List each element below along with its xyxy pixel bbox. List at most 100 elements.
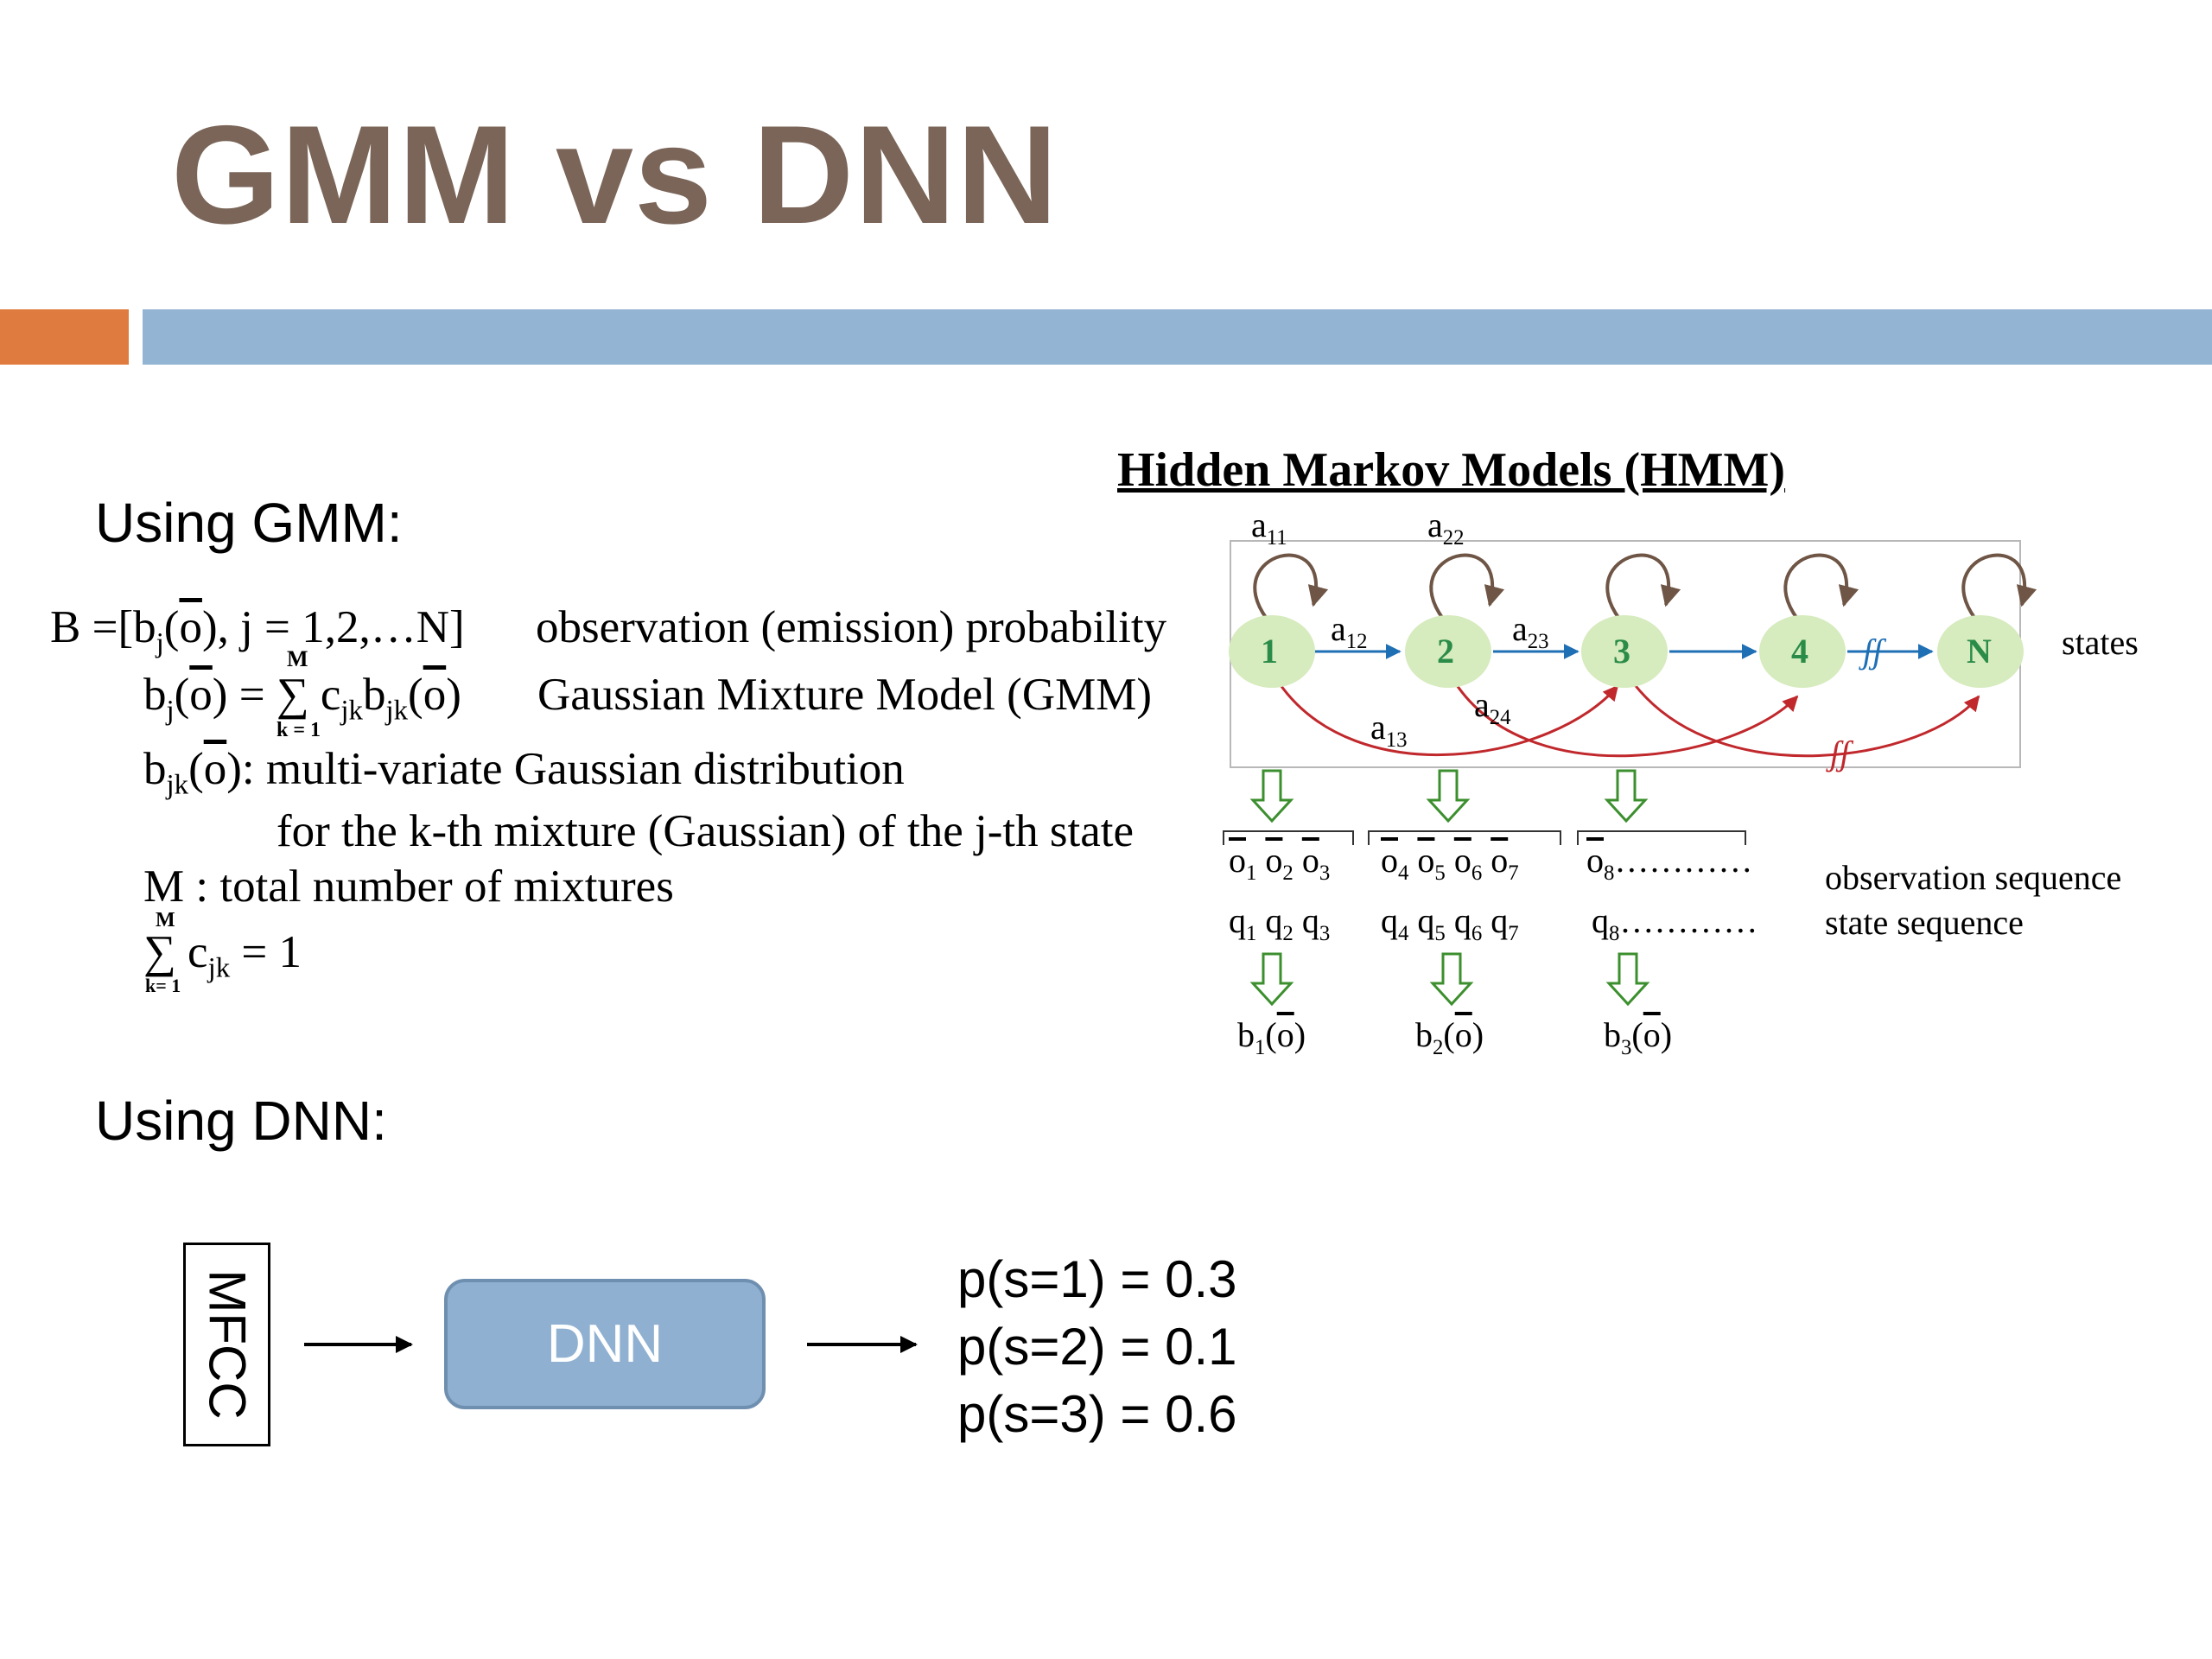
emission-sub: 2 xyxy=(1433,1036,1444,1059)
slide-title: GMM vs DNN xyxy=(171,97,1059,253)
formula-text: B =[b xyxy=(50,602,156,652)
gaussian-dist-line: bjk(o): multi-variate Gaussian distribut… xyxy=(143,744,905,800)
state-sub: 4 xyxy=(1398,922,1409,945)
formula-sub: jk xyxy=(385,695,409,727)
obs-symbol: o xyxy=(1301,841,1319,880)
state-label: 2 xyxy=(1437,632,1454,671)
state-sub: 5 xyxy=(1434,922,1446,945)
state-seq-group-3: q8………… xyxy=(1592,904,1758,945)
sum-upper-limit: M xyxy=(156,909,175,931)
sum-constraint: ∑ cjk = 1 xyxy=(143,927,302,983)
transition-label: a13 xyxy=(1370,710,1408,752)
formula-text: ), j = 1,2,…N] xyxy=(201,602,465,652)
sum-lower-limit: k = 1 xyxy=(276,719,321,741)
emission-o: o xyxy=(1643,1015,1661,1054)
mfcc-input-box: MFCC xyxy=(183,1243,270,1446)
label-sub: 11 xyxy=(1266,526,1287,550)
break-mark: ʃʃ xyxy=(1830,734,1850,772)
mfcc-label: MFCC xyxy=(198,1269,256,1420)
down-arrow-icon xyxy=(1249,769,1294,823)
obs-sub: 5 xyxy=(1434,861,1446,885)
obs-sub: 4 xyxy=(1398,861,1409,885)
obs-sub: 3 xyxy=(1319,861,1331,885)
output-prob: p(s=3) = 0.6 xyxy=(957,1385,1237,1443)
state-sub: 7 xyxy=(1508,922,1519,945)
formula-text: b xyxy=(143,670,167,720)
state-symbol: q xyxy=(1301,901,1319,940)
state-symbol: q xyxy=(1453,901,1471,940)
emission-b: b xyxy=(1237,1015,1255,1054)
skip-arrow-a13 xyxy=(1277,682,1619,756)
skip-arrow-to-n xyxy=(1631,682,1980,758)
emission-label: b1(o) xyxy=(1237,1015,1306,1059)
obs-symbol: o xyxy=(1417,841,1435,880)
label-sub: 12 xyxy=(1345,630,1368,653)
label-sub: 22 xyxy=(1442,526,1465,550)
transition-label: a24 xyxy=(1474,688,1511,729)
state-node xyxy=(1405,615,1491,688)
down-arrow-icon xyxy=(1604,769,1649,823)
obs-symbol: o xyxy=(1586,841,1604,880)
emission-b: b xyxy=(1604,1015,1621,1054)
emission-sub: 1 xyxy=(1255,1036,1266,1059)
state-symbol: q xyxy=(1417,901,1435,940)
formula-o-bar: o xyxy=(179,602,202,652)
state-symbol: q xyxy=(1592,901,1609,940)
down-arrow-icon xyxy=(1429,952,1474,1007)
formula-sub: j xyxy=(166,695,175,727)
state-sub: 6 xyxy=(1471,922,1483,945)
state-symbol: q xyxy=(1491,901,1509,940)
formula-sub: jk xyxy=(340,695,363,727)
state-node xyxy=(1937,615,2024,688)
down-arrow-icon xyxy=(1605,952,1650,1007)
transition-label: a11 xyxy=(1251,508,1287,550)
formula-text: b xyxy=(143,744,167,794)
skip-arrow-a24 xyxy=(1453,682,1799,758)
state-node xyxy=(1229,615,1315,688)
output-prob: p(s=2) = 0.1 xyxy=(957,1318,1237,1376)
formula-text: b xyxy=(362,670,386,720)
formula-o-bar: o xyxy=(423,670,447,720)
emission-label: b2(o) xyxy=(1415,1015,1484,1059)
formula-text: ( xyxy=(163,602,180,652)
break-mark: ʃʃ xyxy=(1863,632,1883,671)
emission-o: o xyxy=(1454,1015,1472,1054)
accent-bar-orange xyxy=(0,309,129,365)
transition-label: a23 xyxy=(1512,612,1549,653)
obs-sub: 7 xyxy=(1508,861,1519,885)
sum-upper-limit: M xyxy=(287,646,308,671)
label-text: a xyxy=(1251,505,1267,544)
emission-prob-formula: B =[bj(o), j = 1,2,…N] xyxy=(50,605,465,658)
self-loop-arrow xyxy=(1605,553,1681,620)
state-symbol: q xyxy=(1265,901,1283,940)
label-text: a xyxy=(1331,609,1346,648)
obs-symbol: o xyxy=(1229,841,1246,880)
transition-label: a22 xyxy=(1427,508,1465,550)
gaussian-dist-cont: for the k-th mixture (Gaussian) of the j… xyxy=(276,806,1134,856)
down-arrow-icon xyxy=(1249,952,1294,1007)
states-label: states xyxy=(2062,623,2139,662)
state-dots: ………… xyxy=(1619,901,1758,940)
emission-prob-desc: observation (emission) probability xyxy=(536,602,1167,652)
accent-bar-blue xyxy=(143,309,2212,365)
obs-bracket xyxy=(1223,830,1354,845)
transition-label: a12 xyxy=(1331,612,1368,653)
gmm-formula: bj(o) = ∑ cjkbjk(o) xyxy=(143,670,461,727)
state-sub: 2 xyxy=(1282,922,1294,945)
mixtures-line: M : total number of mixtures xyxy=(143,861,674,912)
label-text: a xyxy=(1512,609,1528,648)
state-sub: 1 xyxy=(1246,922,1257,945)
self-loop-arrow xyxy=(1253,553,1329,620)
formula-text: ∑ c xyxy=(143,927,208,977)
emission-label: b3(o) xyxy=(1604,1015,1673,1059)
formula-o-bar: o xyxy=(203,744,227,794)
formula-text: ( xyxy=(188,744,204,794)
formula-text: ( xyxy=(174,670,190,720)
dnn-heading: Using DNN: xyxy=(95,1090,387,1152)
obs-bracket xyxy=(1368,830,1561,845)
formula-text: ) xyxy=(446,670,461,720)
formula-text: = 1 xyxy=(230,927,302,977)
hmm-title: Hidden Markov Models (HMM) xyxy=(1117,443,1786,497)
state-label: 4 xyxy=(1791,632,1808,671)
obs-bracket xyxy=(1577,830,1746,845)
